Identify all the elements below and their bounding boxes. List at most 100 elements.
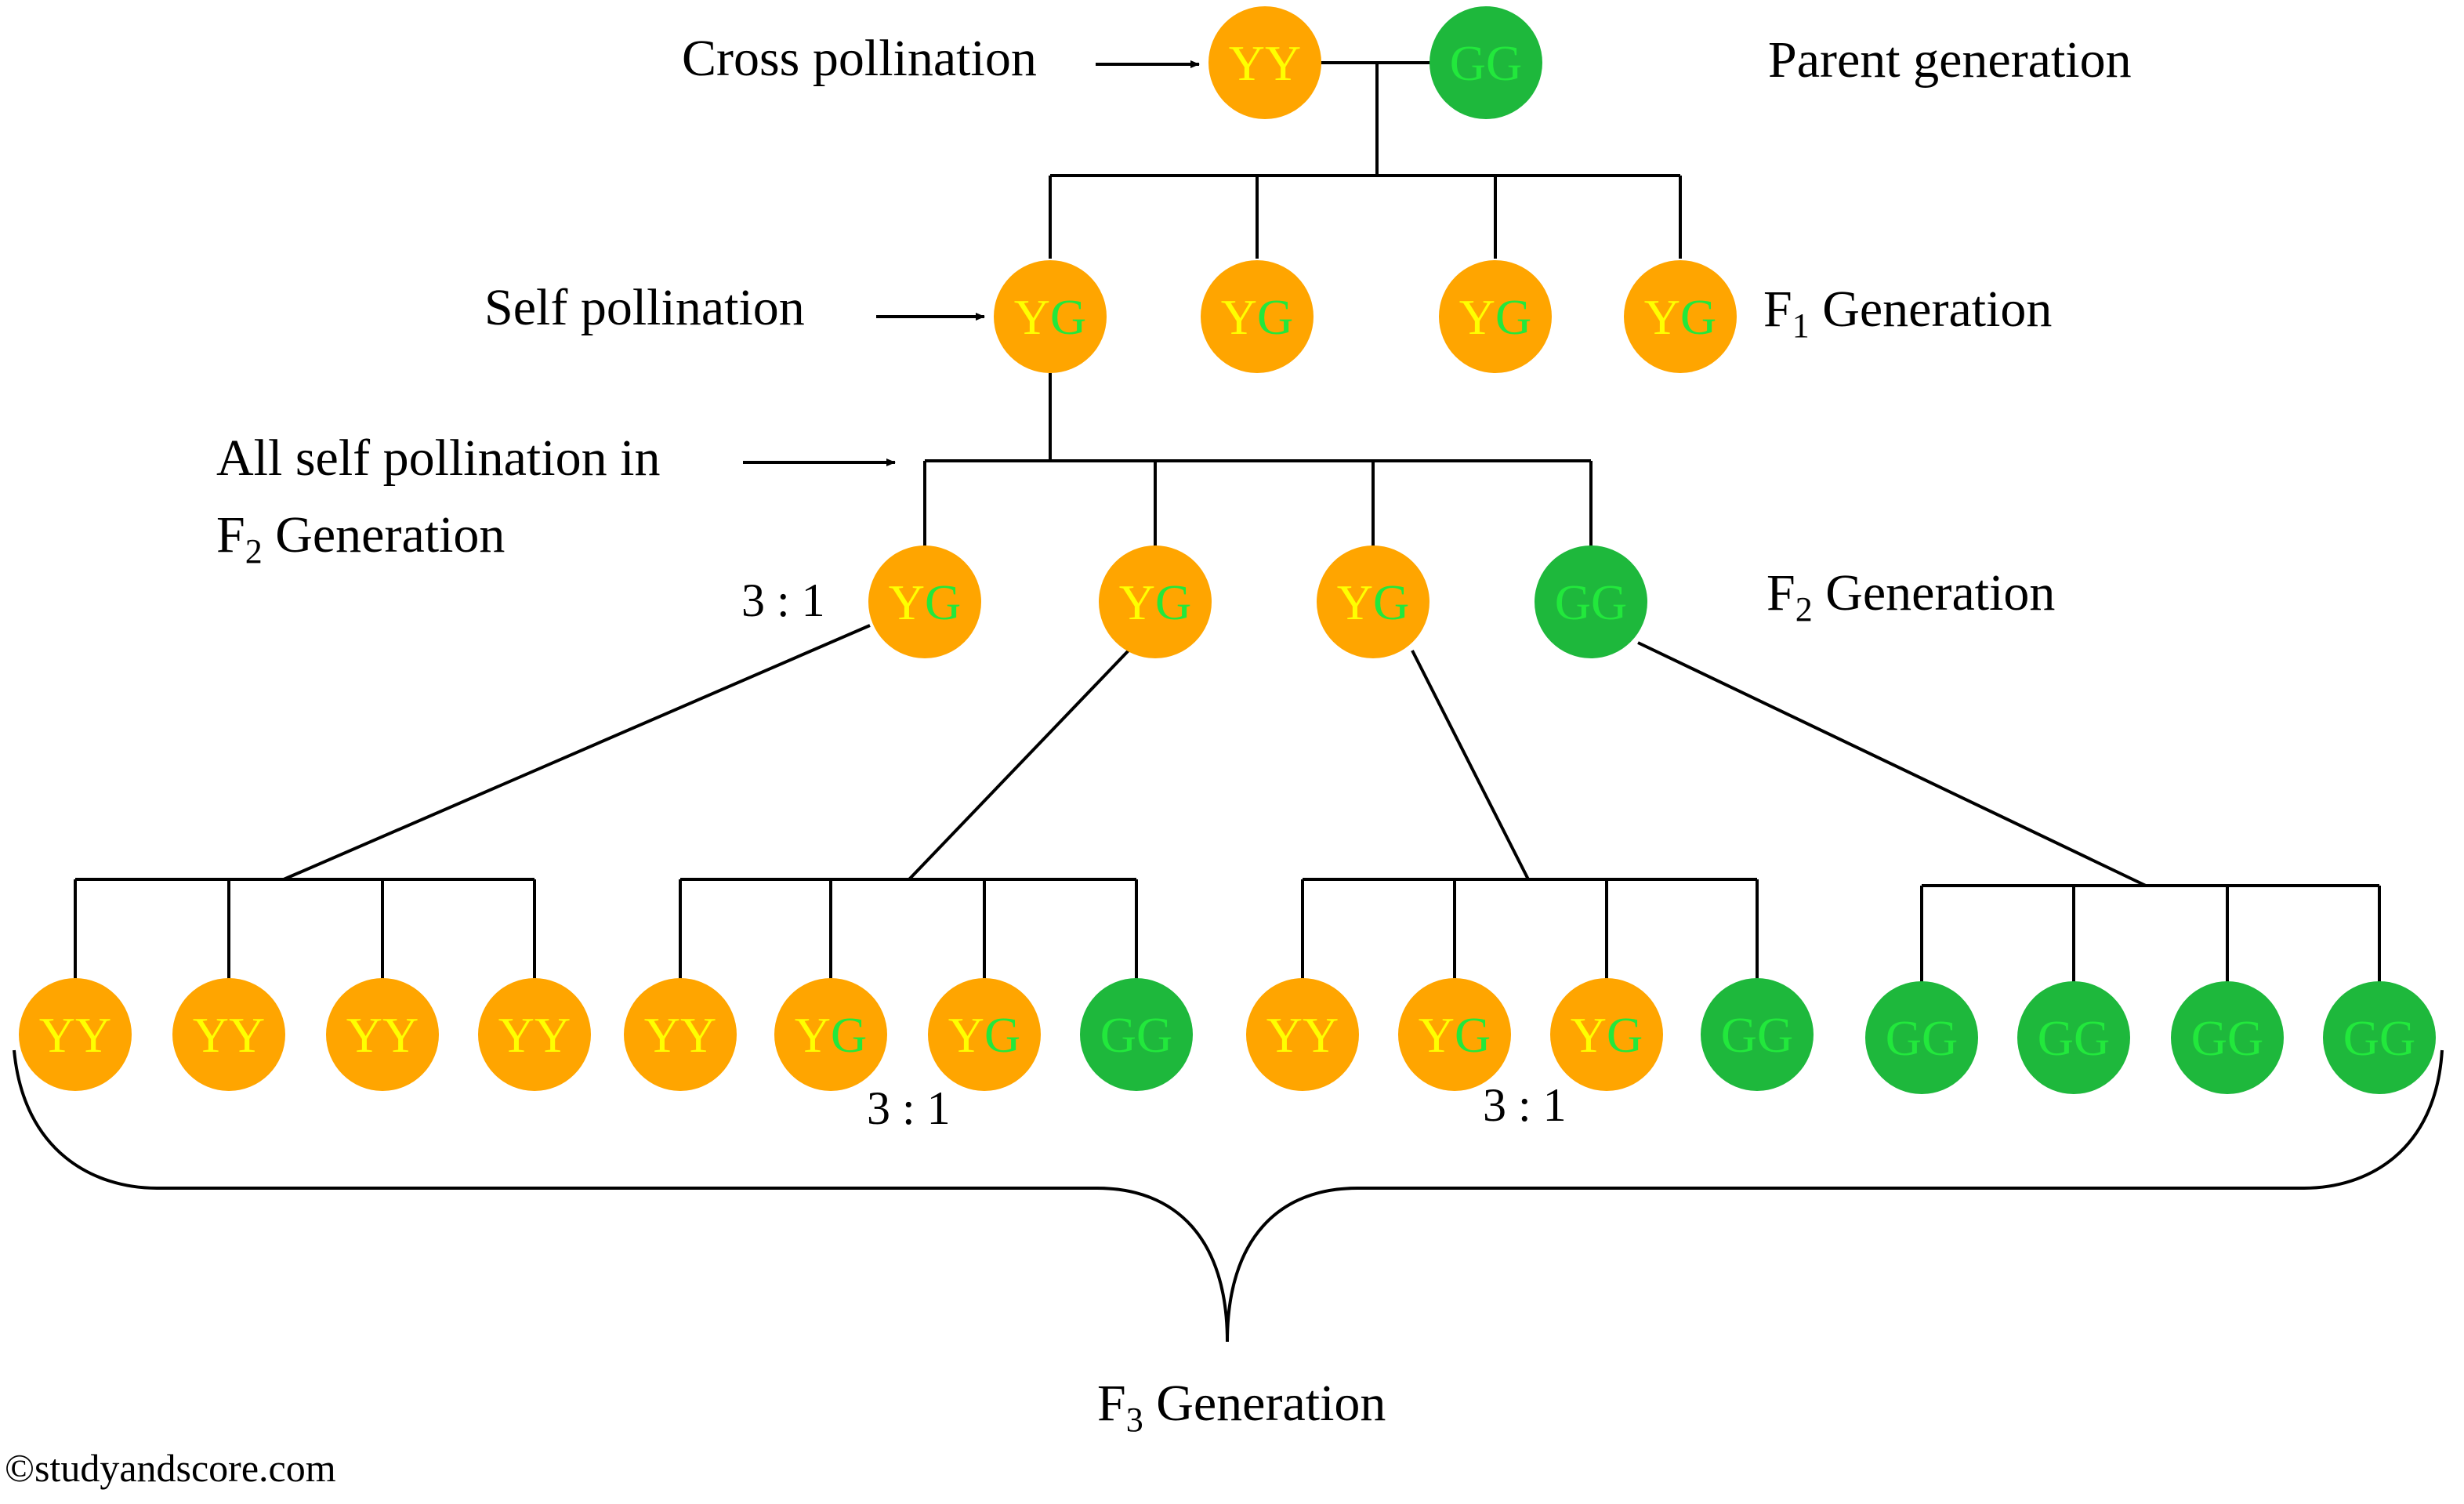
- genotype-label: YY: [644, 1007, 716, 1063]
- f2-subscript: 2: [1795, 590, 1813, 629]
- genotype-label: GG: [1721, 1007, 1793, 1063]
- f3-node: YY: [624, 978, 737, 1091]
- genotype-label: GG: [1450, 35, 1522, 91]
- f2-to-f3-diag-1: [283, 624, 871, 881]
- f1-node: YG: [994, 260, 1107, 373]
- genotype-circle: [1317, 545, 1429, 658]
- genotype-circle: [2171, 981, 2284, 1094]
- f1-node: YG: [1624, 260, 1737, 373]
- f3-node: YG: [774, 978, 887, 1091]
- f3-node: GG: [1865, 981, 1978, 1094]
- genotype-label: YG: [795, 1007, 867, 1063]
- f3-node: YY: [478, 978, 591, 1091]
- f3-left-ratio-label: 3 : 1: [867, 1082, 951, 1134]
- genotype-nodes: YY GG YG YG YG YG YG YG YG GG YY YY YY YY YY YG YG GG YY YG…: [19, 6, 2436, 1094]
- f2-rest: Generation: [1813, 564, 2056, 622]
- genotype-label: YY: [1229, 35, 1301, 91]
- f2-ratio-label: 3 : 1: [741, 574, 825, 626]
- f1-letter: F: [1763, 281, 1792, 338]
- genotype-label: YG: [1014, 289, 1086, 345]
- f3-right-ratio-label: 3 : 1: [1483, 1079, 1567, 1131]
- copyright-text: ©studyandscore.com: [5, 1446, 336, 1490]
- genotype-circle: [994, 260, 1107, 373]
- f2-node: GG: [1535, 545, 1647, 658]
- f1-subscript: 1: [1792, 306, 1810, 345]
- genotype-label: YY: [193, 1007, 265, 1063]
- f3-node: GG: [2323, 981, 2436, 1094]
- genotype-circle: [1246, 978, 1359, 1091]
- genotype-circle: [2017, 981, 2130, 1094]
- f3-node: YY: [1246, 978, 1359, 1091]
- connector-lines: [74, 61, 2381, 984]
- genotype-label: YG: [1459, 289, 1531, 345]
- genotype-circle: [868, 545, 981, 658]
- genotype-label: YG: [948, 1007, 1020, 1063]
- genotype-circle: [1080, 978, 1193, 1091]
- all-self-f2-generation-label: F2 Generation: [216, 506, 505, 571]
- f3-node: GG: [2171, 981, 2284, 1094]
- genotype-circle: [326, 978, 439, 1091]
- f3-generation-label: F3 Generation: [1097, 1375, 1386, 1439]
- f3-letter: F: [1097, 1375, 1126, 1432]
- all-self-f-letter: F: [216, 506, 245, 564]
- genotype-circle: [172, 978, 285, 1091]
- parent-node: GG: [1429, 6, 1542, 119]
- genotype-label: YY: [498, 1007, 571, 1063]
- f3-curly-brace: [13, 1049, 2444, 1343]
- f1-rest: Generation: [1810, 281, 2053, 338]
- genotype-label: YG: [1644, 289, 1716, 345]
- genotype-label: GG: [2038, 1010, 2110, 1066]
- f3-subscript: 3: [1126, 1401, 1143, 1439]
- genotype-circle: [1208, 6, 1321, 119]
- f1-node: YG: [1201, 260, 1314, 373]
- f3-node: YG: [928, 978, 1041, 1091]
- genotype-label: GG: [1886, 1010, 1958, 1066]
- cross-pollination-label: Cross pollination: [682, 30, 1037, 87]
- parent-node: YY: [1208, 6, 1321, 119]
- f3-node: YY: [326, 978, 439, 1091]
- genotype-circle: [624, 978, 737, 1091]
- f3-node: GG: [2017, 981, 2130, 1094]
- f1-generation-label: F1 Generation: [1763, 281, 2052, 345]
- genotype-label: YG: [889, 574, 961, 630]
- genotype-circle: [19, 978, 132, 1091]
- f3-rest: Generation: [1143, 1375, 1386, 1432]
- all-self-pollination-label: All self pollination in: [216, 429, 660, 487]
- genotype-label: YG: [1221, 289, 1293, 345]
- genotype-circle: [1701, 978, 1814, 1091]
- f2-letter: F: [1766, 564, 1795, 622]
- f2-to-f3-diag-2: [908, 649, 1130, 881]
- genotype-label: GG: [1555, 574, 1627, 630]
- f2-node: YG: [1099, 545, 1212, 658]
- genotype-circle: [1201, 260, 1314, 373]
- genotype-label: YY: [1266, 1007, 1339, 1063]
- genotype-circle: [478, 978, 591, 1091]
- genotype-label: YG: [1119, 574, 1191, 630]
- f3-node: GG: [1080, 978, 1193, 1091]
- f2-to-f3-diag-3: [1411, 650, 1530, 880]
- genotype-circle: [2323, 981, 2436, 1094]
- f3-node: YY: [19, 978, 132, 1091]
- genotype-label: GG: [2343, 1010, 2415, 1066]
- genotype-circle: [1535, 545, 1647, 658]
- genotype-circle: [1865, 981, 1978, 1094]
- f3-node: GG: [1701, 978, 1814, 1091]
- genotype-circle: [774, 978, 887, 1091]
- all-self-rest: Generation: [263, 506, 505, 564]
- f2-to-f3-diag-4: [1637, 641, 2147, 887]
- self-pollination-label: Self pollination: [484, 279, 805, 336]
- genotype-label: YG: [1571, 1007, 1643, 1063]
- genotype-circle: [1429, 6, 1542, 119]
- f3-node: YG: [1550, 978, 1663, 1091]
- f2-node: YG: [1317, 545, 1429, 658]
- genotype-circle: [1624, 260, 1737, 373]
- f3-node: YY: [172, 978, 285, 1091]
- genotype-circle: [1550, 978, 1663, 1091]
- f1-node: YG: [1439, 260, 1552, 373]
- genotype-label: YG: [1337, 574, 1409, 630]
- all-self-subscript: 2: [245, 532, 263, 571]
- genotype-circle: [1439, 260, 1552, 373]
- genotype-label: YG: [1419, 1007, 1491, 1063]
- genotype-circle: [1398, 978, 1511, 1091]
